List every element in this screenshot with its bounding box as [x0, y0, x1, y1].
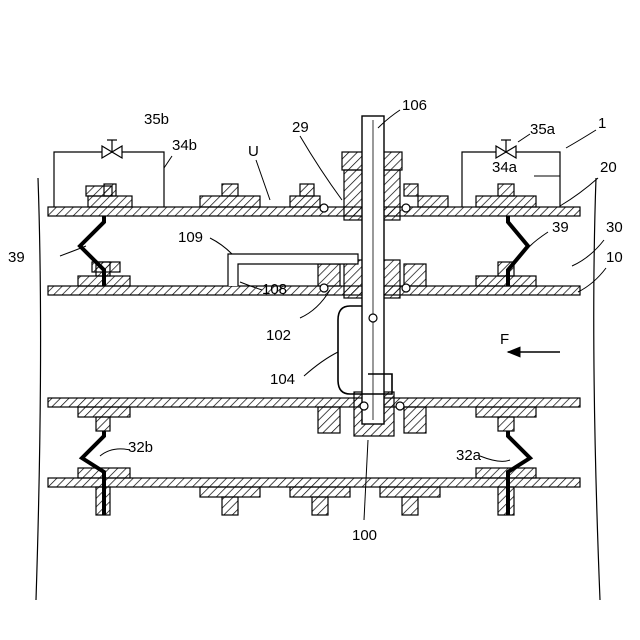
outer-pipe-lower-wall — [48, 478, 580, 487]
right-boundary-line — [594, 178, 600, 600]
valve-35b-icon — [102, 140, 122, 158]
label-39-left: 39 — [8, 249, 25, 266]
label-106: 106 — [402, 97, 427, 114]
label-1: 1 — [598, 115, 606, 132]
label-109: 109 — [178, 229, 203, 246]
label-F: F — [500, 331, 509, 348]
inner-pipe-lower-wall — [48, 398, 580, 407]
top-flanges — [88, 184, 536, 207]
fitting-upper-left — [86, 186, 112, 196]
leader-lines — [60, 110, 606, 520]
label-104: 104 — [270, 371, 295, 388]
label-39-right: 39 — [552, 219, 569, 236]
inner-pipe-upper-wall — [48, 286, 580, 295]
label-35a: 35a — [530, 121, 556, 138]
label-32a: 32a — [456, 447, 482, 464]
label-100: 100 — [352, 527, 377, 544]
outer-pipe-upper-wall — [48, 207, 580, 216]
label-34b: 34b — [172, 137, 197, 154]
label-108: 108 — [262, 281, 287, 298]
fitting-mid-left — [92, 262, 120, 272]
label-102: 102 — [266, 327, 291, 344]
valve-35a-icon — [496, 140, 516, 158]
label-32b: 32b — [128, 439, 153, 456]
pin-102 — [369, 314, 377, 322]
label-29: 29 — [292, 119, 309, 136]
label-30: 30 — [606, 219, 623, 236]
bottom-flanges — [78, 468, 536, 515]
label-10: 10 — [606, 249, 623, 266]
label-34a: 34a — [492, 159, 518, 176]
label-35b: 35b — [144, 111, 169, 128]
label-U: U — [248, 143, 259, 160]
inner-lower-flanges — [78, 407, 536, 433]
left-boundary-line — [36, 178, 41, 600]
inner-upper-flanges — [78, 262, 536, 286]
label-20: 20 — [600, 159, 617, 176]
